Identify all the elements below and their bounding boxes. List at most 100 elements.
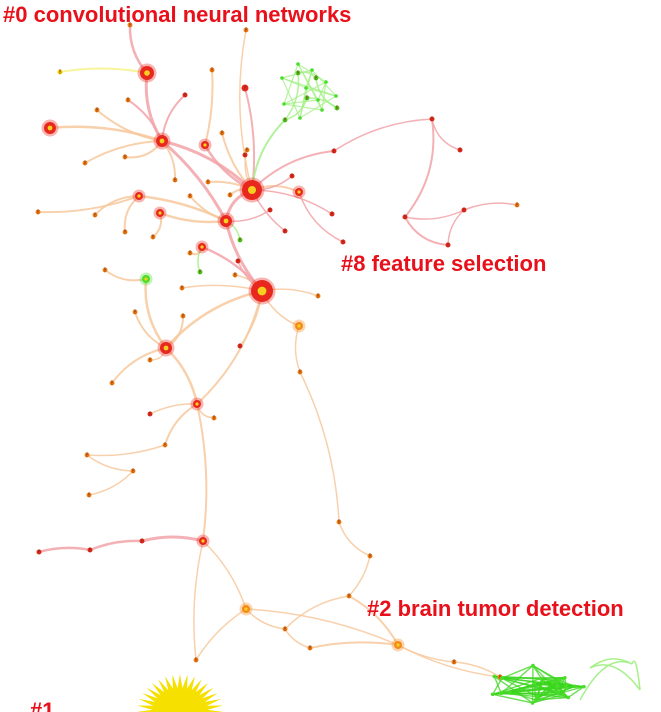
citation-node[interactable]: 8 (243, 27, 249, 34)
citation-node[interactable] (391, 638, 405, 652)
cluster-label-1[interactable]: #1 (30, 698, 54, 712)
citation-node[interactable] (561, 692, 566, 697)
citation-node[interactable]: 8 (180, 313, 186, 320)
citation-node[interactable] (298, 116, 302, 120)
citation-node[interactable] (499, 691, 504, 696)
citation-node[interactable]: 8 (109, 380, 115, 387)
citation-node[interactable]: 8 (162, 442, 168, 449)
citation-node[interactable]: 8 (82, 160, 88, 167)
citation-node[interactable]: 8 (130, 468, 136, 475)
citation-node[interactable] (198, 138, 212, 152)
citation-node[interactable]: 8 (84, 452, 90, 459)
citation-node[interactable] (217, 212, 235, 230)
citation-node[interactable] (153, 206, 167, 220)
citation-node[interactable]: 8 (182, 92, 188, 99)
citation-node[interactable]: 8 (461, 207, 467, 214)
citation-node[interactable]: 8 (334, 105, 340, 112)
citation-node[interactable]: 8 (197, 269, 203, 276)
citation-node[interactable]: 8 (267, 207, 273, 214)
citation-node[interactable]: 8 (102, 267, 108, 274)
citation-node[interactable] (324, 80, 328, 84)
citation-node[interactable] (555, 684, 559, 688)
citation-node[interactable] (556, 690, 560, 694)
citation-node[interactable]: 8 (211, 415, 217, 422)
citation-node[interactable]: 8 (331, 148, 337, 155)
citation-node[interactable] (132, 189, 146, 203)
citation-node[interactable] (531, 663, 535, 668)
citation-node[interactable]: 8 (514, 202, 520, 209)
citation-node[interactable]: 8 (445, 242, 451, 249)
citation-node[interactable]: 8 (242, 152, 248, 159)
citation-node[interactable]: 8 (187, 250, 193, 257)
citation-node[interactable]: 8 (329, 211, 335, 218)
citation-node[interactable] (239, 602, 253, 616)
citation-node[interactable]: 8 (132, 309, 138, 316)
citation-node[interactable] (282, 102, 286, 106)
citation-node[interactable] (490, 692, 495, 697)
citation-node[interactable] (239, 177, 265, 203)
cluster-label-0[interactable]: #0 convolutional neural networks (3, 2, 351, 27)
citation-node[interactable] (41, 119, 59, 137)
citation-node[interactable]: 8 (457, 147, 463, 154)
citation-node[interactable] (280, 76, 284, 80)
citation-node[interactable]: 8 (451, 659, 457, 666)
citation-node[interactable] (507, 690, 512, 694)
citation-node[interactable] (530, 701, 535, 705)
citation-node[interactable] (153, 132, 171, 150)
citation-node[interactable]: 8 (125, 97, 131, 104)
citation-node[interactable] (139, 272, 153, 286)
citation-node[interactable] (304, 86, 308, 90)
citation-node[interactable]: 8 (340, 239, 346, 246)
citation-node[interactable] (320, 108, 324, 112)
citation-node[interactable]: 8 (122, 154, 128, 161)
citation-node[interactable]: 8 (315, 293, 321, 300)
citation-node[interactable]: 8 (94, 107, 100, 114)
citation-node[interactable]: 8 (172, 177, 178, 184)
citation-node[interactable] (296, 62, 300, 66)
citation-node[interactable]: 8 (282, 626, 288, 633)
citation-node[interactable] (536, 694, 540, 699)
citation-node[interactable]: 8 (237, 237, 243, 244)
citation-node[interactable]: 8 (282, 228, 288, 235)
citation-node[interactable]: 8 (86, 492, 92, 499)
citation-node[interactable]: 8 (313, 75, 319, 82)
citation-node[interactable] (316, 98, 320, 102)
citation-node[interactable]: 8 (92, 212, 98, 219)
citation-node[interactable]: 8 (289, 173, 295, 180)
citation-node[interactable] (556, 678, 561, 682)
citation-node[interactable]: 8 (336, 519, 342, 526)
citation-node[interactable]: 8 (179, 285, 185, 292)
citation-node[interactable]: 8 (219, 130, 225, 137)
citation-node[interactable]: 8 (297, 369, 303, 376)
citation-node[interactable] (539, 676, 544, 681)
citation-node[interactable]: 8 (187, 193, 193, 200)
citation-node[interactable]: 8 (205, 179, 211, 186)
citation-node[interactable] (190, 397, 204, 411)
citation-node[interactable]: 8 (147, 411, 153, 418)
citation-node[interactable] (195, 240, 209, 254)
citation-node[interactable]: 8 (295, 70, 301, 77)
citation-node[interactable] (566, 695, 571, 700)
citation-node[interactable] (157, 339, 175, 357)
citation-node[interactable]: 8 (235, 258, 241, 265)
citation-node[interactable]: 8 (244, 147, 250, 154)
citation-node[interactable]: 8 (139, 538, 145, 545)
citation-node[interactable] (550, 680, 555, 685)
citation-node[interactable] (248, 277, 276, 305)
citation-node[interactable] (334, 94, 338, 98)
citation-node[interactable] (573, 684, 577, 689)
citation-node[interactable] (292, 319, 306, 333)
citation-node[interactable] (137, 63, 157, 83)
citation-node[interactable]: 8 (147, 357, 153, 364)
citation-node[interactable] (563, 675, 567, 680)
citation-node[interactable]: 8 (304, 95, 310, 102)
cluster-label-8[interactable]: #8 feature selection (341, 251, 546, 276)
citation-node[interactable]: 8 (150, 234, 156, 241)
citation-node[interactable] (492, 674, 497, 679)
citation-node[interactable] (564, 684, 568, 688)
citation-node[interactable]: 8 (307, 645, 313, 652)
cluster-label-2[interactable]: #2 brain tumor detection (367, 596, 624, 621)
citation-node[interactable] (533, 698, 538, 702)
citation-node[interactable]: 8 (35, 209, 41, 216)
citation-node[interactable] (540, 679, 545, 684)
